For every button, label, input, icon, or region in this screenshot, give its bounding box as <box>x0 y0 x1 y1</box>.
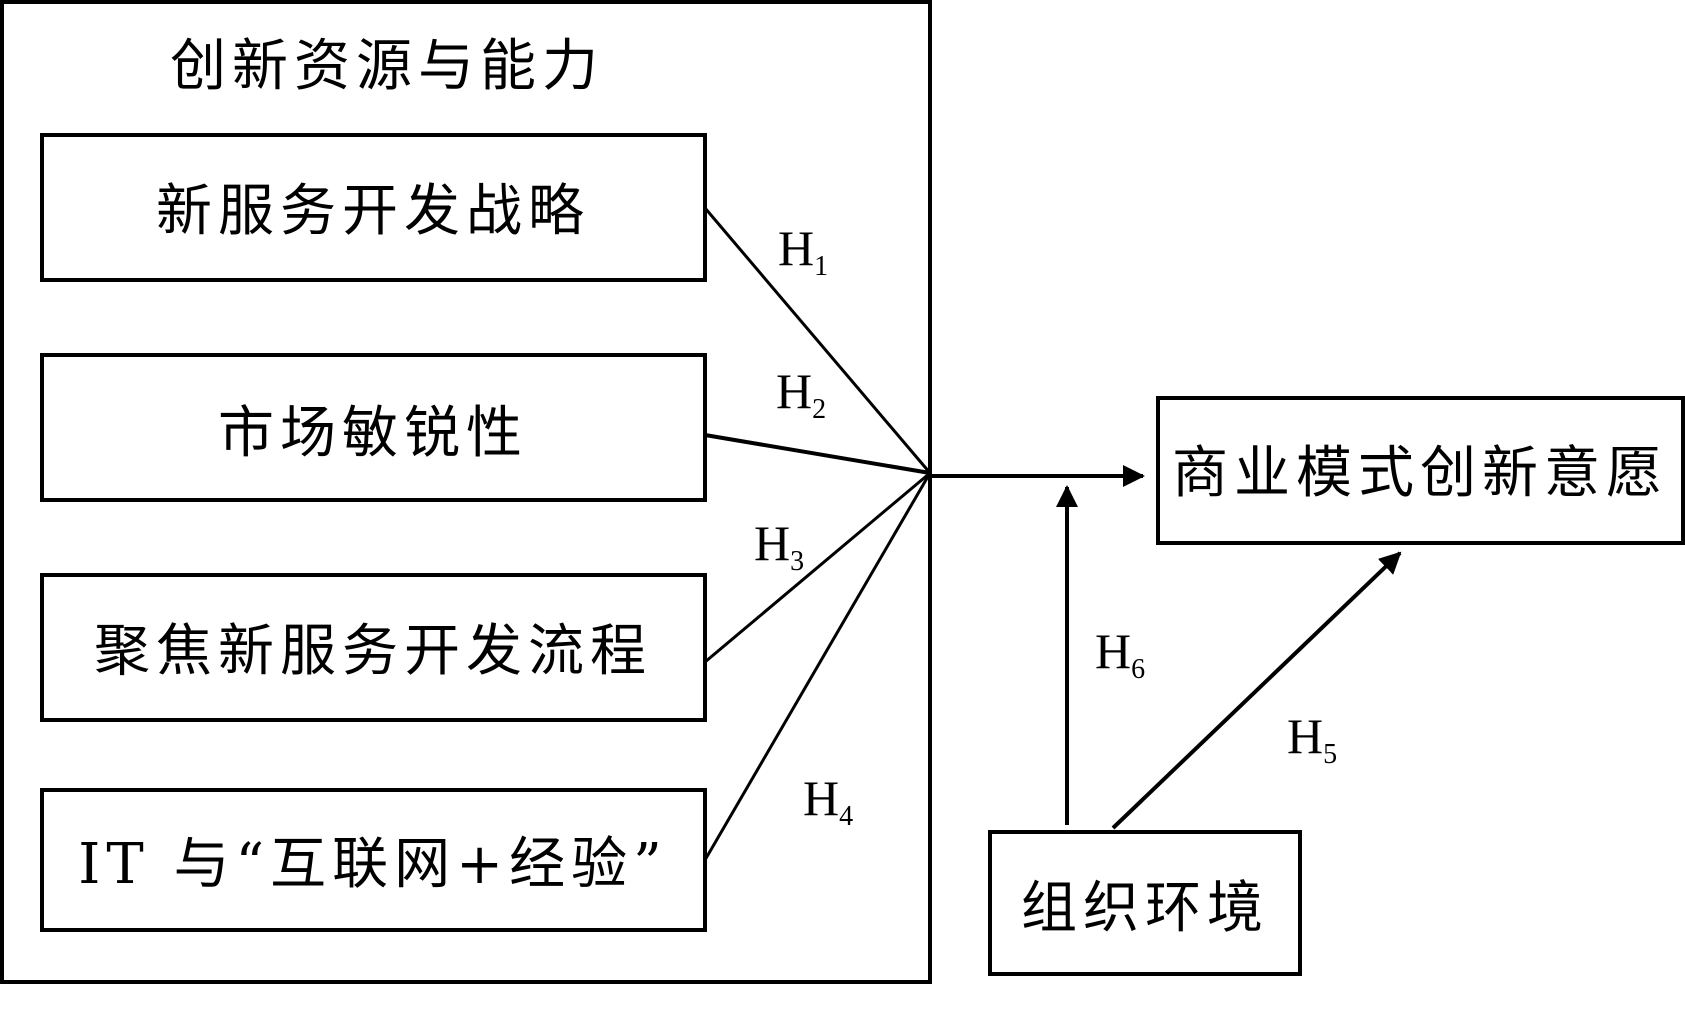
path-h1 <box>703 207 932 474</box>
label-h1: H1 <box>778 220 828 282</box>
path-h4 <box>703 472 932 861</box>
moderator-box: 组织环境 <box>988 830 1302 976</box>
label-h4: H4 <box>803 770 853 832</box>
label-h5: H5 <box>1287 708 1337 770</box>
label-h6: H6 <box>1095 623 1145 685</box>
factor-box-process: 聚焦新服务开发流程 <box>40 573 707 722</box>
innovation-resources-group-box <box>0 0 932 984</box>
path-h3 <box>704 471 931 664</box>
outcome-box: 商业模式创新意愿 <box>1156 396 1685 545</box>
path-h5 <box>1111 551 1402 830</box>
factor-label-strategy: 新服务开发战略 <box>156 179 590 244</box>
moderator-label: 组织环境 <box>1021 876 1269 941</box>
label-h2: H2 <box>776 363 826 425</box>
factor-box-market: 市场敏锐性 <box>40 353 707 502</box>
outcome-label: 商业模式创新意愿 <box>1172 441 1668 506</box>
label-h3: H3 <box>754 515 804 577</box>
path-h2 <box>704 433 931 475</box>
factor-label-it: IT 与“互联网+经验” <box>78 832 667 897</box>
factor-box-it: IT 与“互联网+经验” <box>40 788 707 932</box>
factor-label-market: 市场敏锐性 <box>218 401 528 466</box>
factor-label-process: 聚焦新服务开发流程 <box>94 619 652 684</box>
factor-box-strategy: 新服务开发战略 <box>40 133 707 282</box>
group-title: 创新资源与能力 <box>170 34 604 99</box>
